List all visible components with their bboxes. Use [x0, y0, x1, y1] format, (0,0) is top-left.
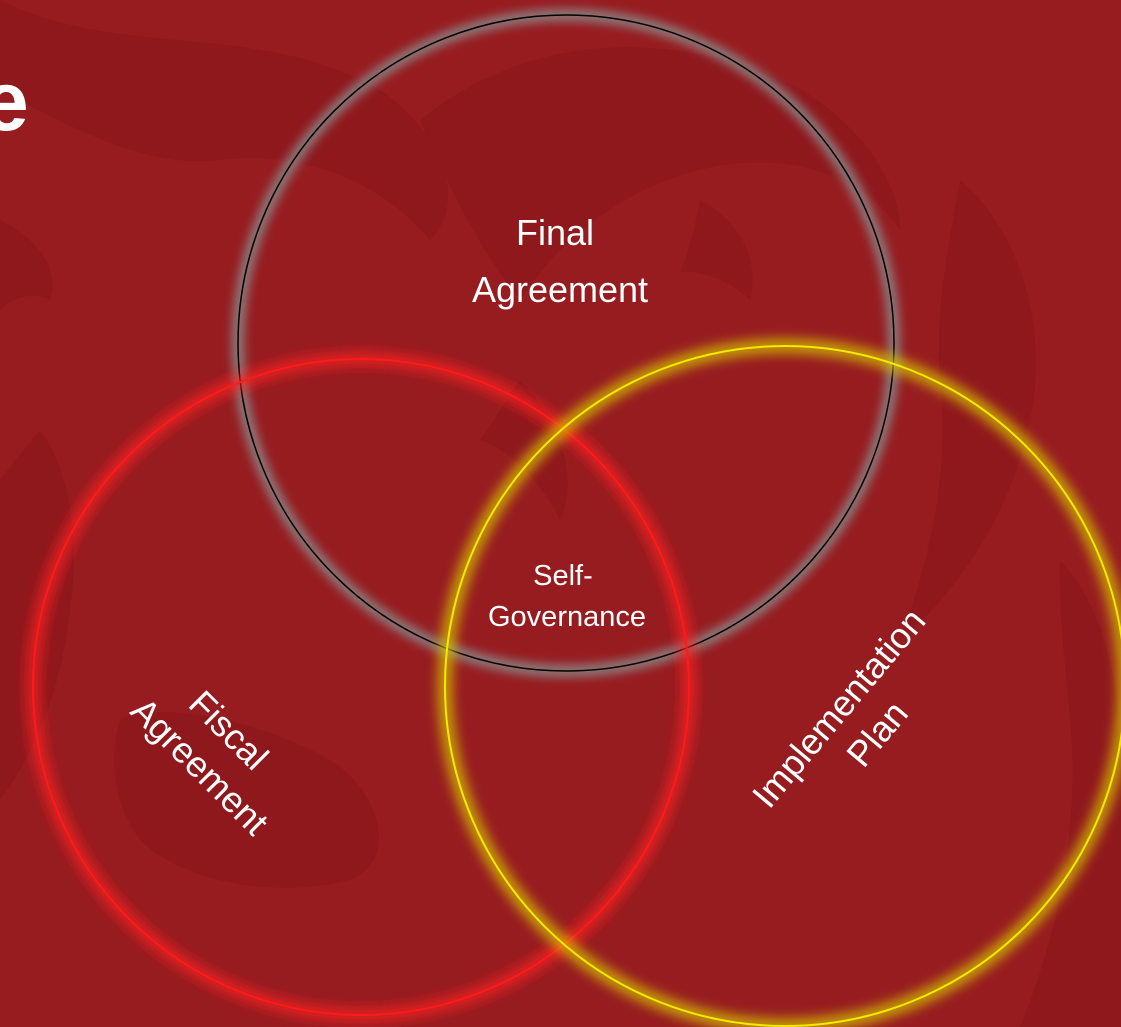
self-governance-label: Self- Governance: [488, 560, 646, 633]
background-swirl: [114, 712, 379, 888]
final-agreement-label-line-1: Final: [516, 212, 594, 253]
implementation-plan-label-group: Implementation Plan: [744, 593, 975, 845]
implementation-plan-label: Implementation Plan: [744, 593, 975, 845]
implementation-plan-circle-outline: [444, 345, 1121, 1027]
fiscal-agreement-circle: [26, 352, 696, 1022]
background-swirl: [0, 220, 53, 310]
background-swirl: [0, 0, 449, 240]
final-agreement-label: Final Agreement: [472, 212, 648, 310]
implementation-plan-circle: [438, 339, 1121, 1027]
final-agreement-circle: [232, 9, 900, 677]
final-agreement-circle-outline: [237, 14, 895, 672]
fiscal-agreement-circle-outline: [32, 358, 690, 1016]
background-swirl: [900, 180, 1037, 640]
slide-title-fragment: e: [0, 54, 29, 148]
final-agreement-label-line-2: Agreement: [472, 269, 648, 310]
self-governance-label-line-1: Self-: [533, 560, 593, 592]
implementation-plan-label-line-1: Implementation: [744, 600, 934, 815]
self-governance-label-line-2: Governance: [488, 601, 646, 633]
background-swirl: [1020, 560, 1121, 1027]
background-swirl: [420, 47, 900, 301]
background-swirl: [680, 200, 753, 300]
